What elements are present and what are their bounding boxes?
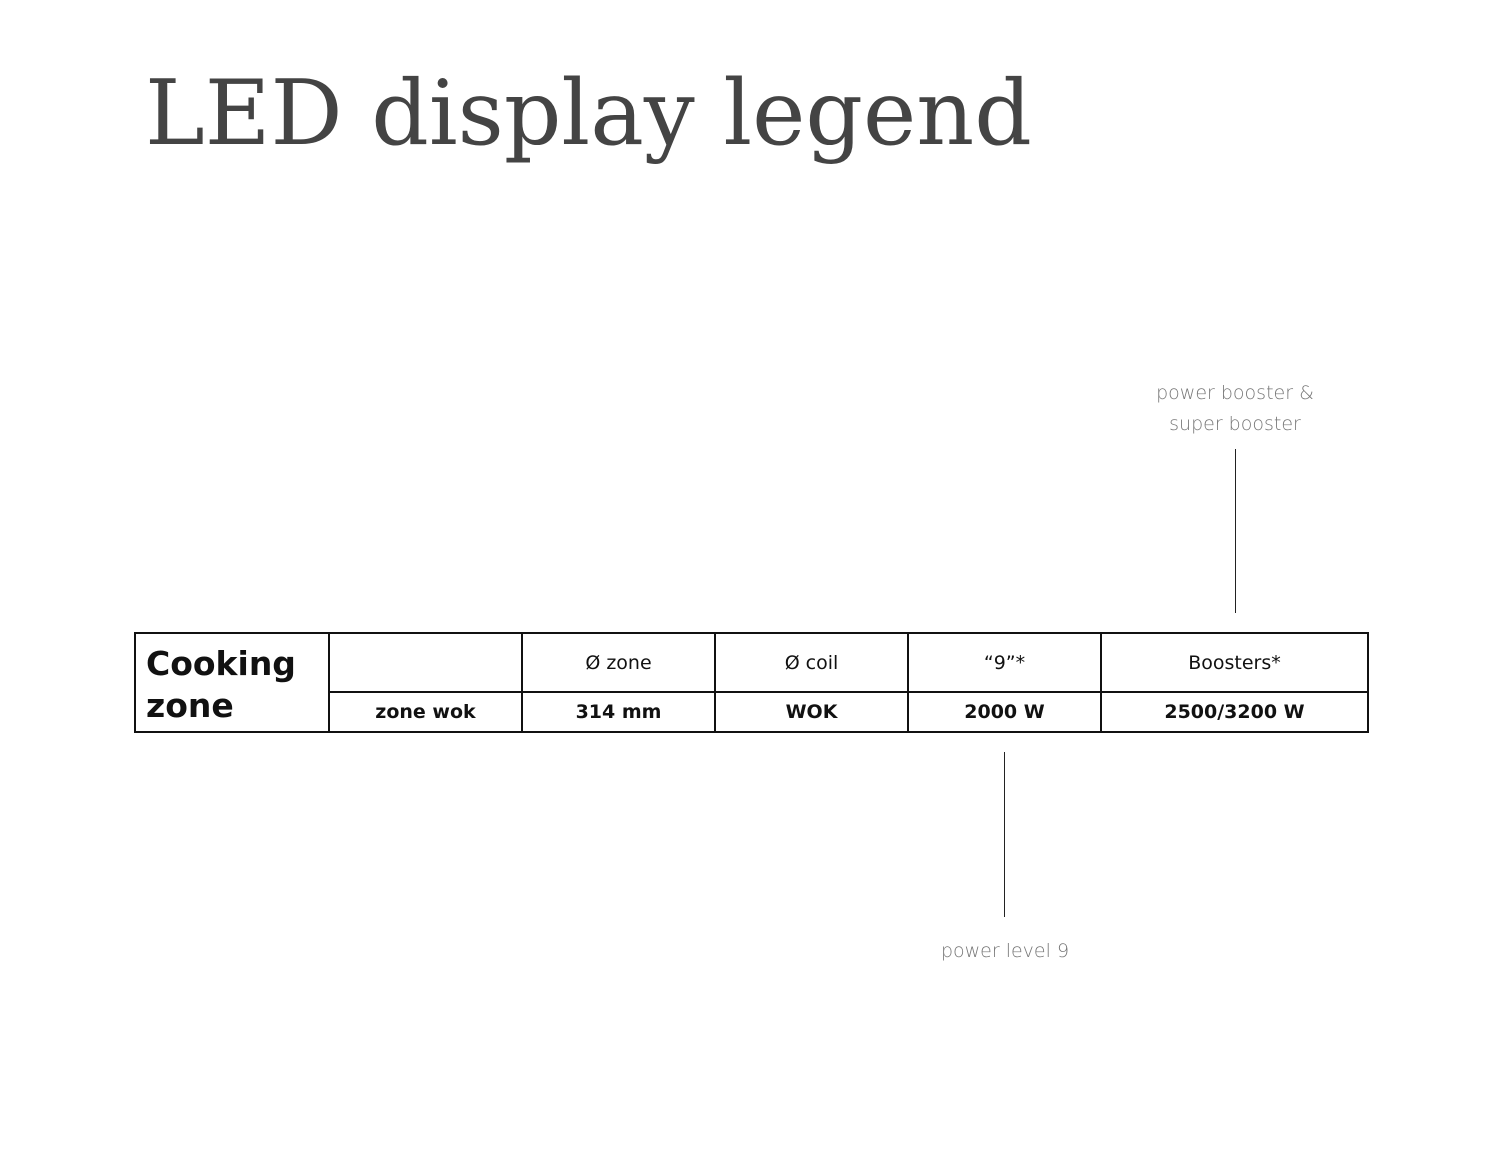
- booster-annotation: power booster & super booster: [1125, 378, 1345, 440]
- power-level-annotation: power level 9: [940, 940, 1070, 962]
- booster-leader-line: [1235, 449, 1236, 613]
- value-cell-power-level: 2000 W: [907, 691, 1102, 733]
- table-row: zone wok 314 mm WOK 2000 W 2500/3200 W: [135, 691, 1369, 733]
- header-cell-zone-diameter: Ø zone: [521, 632, 716, 693]
- cooking-zone-label: Cooking zone: [134, 632, 330, 733]
- header-cell-boosters: Boosters*: [1100, 632, 1369, 693]
- power-level-leader-line: [1004, 752, 1005, 917]
- value-cell-zone-diameter: 314 mm: [521, 691, 716, 733]
- cooking-zone-table: Cooking zone Ø zone Ø coil “9”* Boosters…: [134, 632, 1369, 733]
- value-cell-boosters: 2500/3200 W: [1100, 691, 1369, 733]
- page-title: LED display legend: [145, 61, 1032, 166]
- booster-annotation-line1: power booster &: [1156, 382, 1314, 404]
- cooking-zone-label-line1: Cooking: [146, 643, 296, 683]
- table-header-row: Cooking zone Ø zone Ø coil “9”* Boosters…: [134, 632, 1369, 733]
- header-cell-power-level: “9”*: [907, 632, 1102, 693]
- cooking-zone-label-line2: zone: [146, 685, 234, 725]
- value-cell-name: zone wok: [328, 691, 523, 733]
- value-cell-coil-diameter: WOK: [714, 691, 909, 733]
- header-cell-name: [328, 632, 523, 693]
- header-cell-coil-diameter: Ø coil: [714, 632, 909, 693]
- booster-annotation-line2: super booster: [1169, 413, 1301, 435]
